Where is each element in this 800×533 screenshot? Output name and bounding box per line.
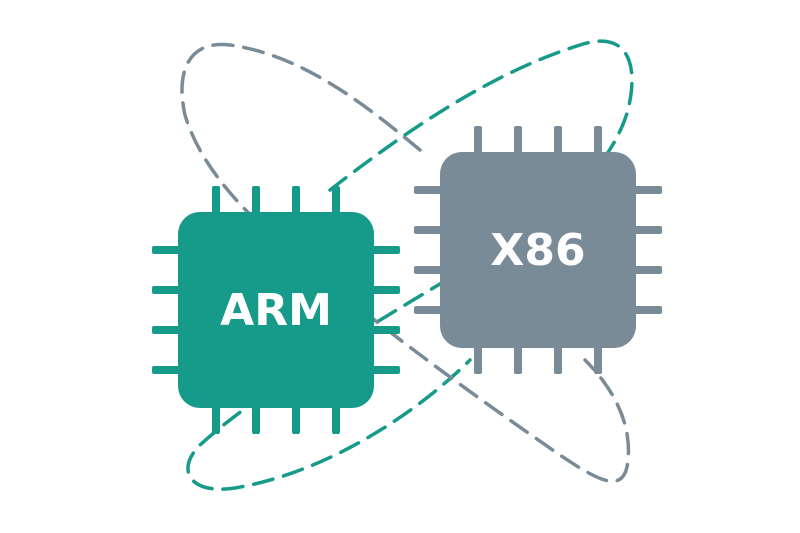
x86-chip-pin-left-4 (414, 306, 444, 314)
arm-chip: ARM (152, 186, 400, 434)
arm-chip-pin-right-3 (370, 326, 400, 334)
arm-chip-pin-top-1 (212, 186, 220, 216)
x86-chip-pin-right-3 (632, 266, 662, 274)
arm-chip-pin-top-2 (252, 186, 260, 216)
x86-chip-pin-top-2 (514, 126, 522, 156)
arm-chip-pin-left-3 (152, 326, 182, 334)
x86-chip-pins (414, 126, 662, 374)
arm-chip-pin-left-1 (152, 246, 182, 254)
orbit-loop-teal (186, 39, 634, 491)
arm-chip-body (178, 212, 374, 408)
arm-chip-pin-bottom-3 (292, 404, 300, 434)
arm-chip-pin-left-2 (152, 286, 182, 294)
arm-chip-pin-bottom-1 (212, 404, 220, 434)
x86-chip-pin-top-4 (594, 126, 602, 156)
arm-chip-pin-left-4 (152, 366, 182, 374)
x86-chip-pin-right-4 (632, 306, 662, 314)
arm-chip-pin-top-4 (332, 186, 340, 216)
arm-chip-pin-bottom-2 (252, 404, 260, 434)
x86-chip-pin-bottom-4 (594, 344, 602, 374)
arm-chip-label: ARM (220, 285, 332, 336)
x86-chip-pin-right-1 (632, 186, 662, 194)
x86-chip-pin-right-2 (632, 226, 662, 234)
arm-chip-pin-bottom-4 (332, 404, 340, 434)
arm-chip-pin-right-1 (370, 246, 400, 254)
x86-chip-pin-left-1 (414, 186, 444, 194)
x86-chip-pin-bottom-1 (474, 344, 482, 374)
x86-chip-pin-bottom-3 (554, 344, 562, 374)
x86-chip-pin-top-3 (554, 126, 562, 156)
x86-chip-pin-left-3 (414, 266, 444, 274)
x86-chip: X86 (414, 126, 662, 374)
x86-chip-pin-left-2 (414, 226, 444, 234)
x86-chip-body (440, 152, 636, 348)
x86-chip-pin-top-1 (474, 126, 482, 156)
x86-chip-label: X86 (490, 225, 585, 276)
arm-chip-pin-right-4 (370, 366, 400, 374)
arm-chip-pin-right-2 (370, 286, 400, 294)
arm-chip-pin-top-3 (292, 186, 300, 216)
x86-chip-pin-bottom-2 (514, 344, 522, 374)
arm-chip-pins (152, 186, 400, 434)
